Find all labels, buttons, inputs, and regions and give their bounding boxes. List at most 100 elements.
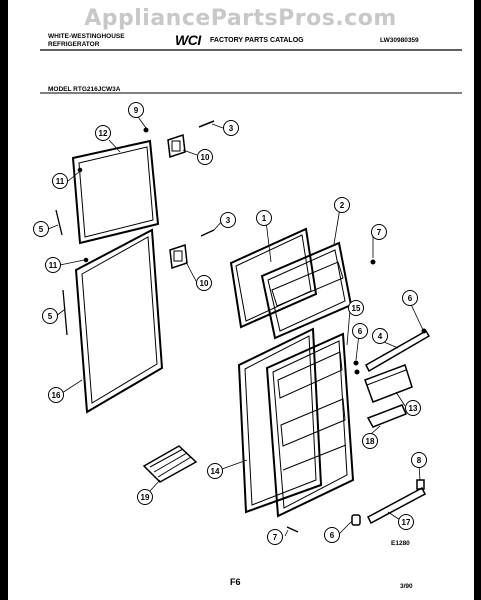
catalog-title: FACTORY PARTS CATALOG (210, 37, 304, 44)
callout-circle (33, 221, 49, 237)
callout-label: 2 (340, 201, 345, 210)
callout-label: 3 (229, 124, 234, 133)
callout-label: 18 (366, 437, 375, 446)
callout-6: 6 (324, 527, 340, 543)
callout-circle (128, 102, 144, 118)
fresh-food-door-panel (74, 228, 164, 414)
wci-logo: WCI (175, 32, 201, 48)
callout-circle (372, 328, 388, 344)
callout-7: 7 (267, 529, 283, 545)
callout-circle (348, 300, 364, 316)
callout-circle (197, 149, 213, 165)
callout-3: 3 (220, 212, 236, 228)
callout-17: 17 (398, 514, 414, 530)
small-tray (366, 404, 408, 428)
callout-4: 4 (372, 328, 388, 344)
callout-circle (48, 387, 64, 403)
lower-door-gasket (237, 327, 323, 514)
callout-circle (207, 463, 223, 479)
callout-circle (256, 210, 272, 226)
callout-label: 19 (141, 493, 150, 502)
callout-circle (42, 308, 58, 324)
callout-circle (223, 120, 239, 136)
callout-13: 13 (405, 400, 421, 416)
callout-5: 5 (33, 221, 49, 237)
callout-16: 16 (48, 387, 64, 403)
bottom-cap (351, 514, 361, 526)
callout-circle (402, 290, 418, 306)
callout-label: 5 (39, 225, 44, 234)
callout-7: 7 (371, 224, 387, 240)
callout-circle (196, 275, 212, 291)
callout-circle (398, 514, 414, 530)
ice-tray (142, 445, 198, 483)
callout-label: 15 (352, 304, 361, 313)
callout-14: 14 (207, 463, 223, 479)
callout-9: 9 (128, 102, 144, 118)
model-line: MODEL RTG216JCW3A (48, 86, 121, 93)
callout-circle (45, 257, 61, 273)
footer-date: 3/90 (400, 583, 413, 590)
callout-label: 8 (417, 456, 422, 465)
callout-label: 16 (52, 391, 61, 400)
end-cap (416, 479, 425, 490)
freezer-door-panel (71, 139, 160, 245)
callout-circle (220, 212, 236, 228)
callout-circle (52, 173, 68, 189)
callout-label: 9 (134, 106, 139, 115)
callout-circle (334, 197, 350, 213)
callout-circle (324, 527, 340, 543)
callout-label: 3 (226, 216, 231, 225)
lower-handle (169, 243, 188, 270)
callout-label: 5 (48, 312, 53, 321)
callout-circle (137, 489, 153, 505)
callout-label: 7 (273, 533, 278, 542)
callout-label: 11 (56, 177, 65, 186)
callout-circle (371, 224, 387, 240)
brand-line-2: REFRIGERATOR (48, 41, 100, 48)
callout-circle (267, 529, 283, 545)
callout-11: 11 (52, 173, 68, 189)
callout-circle (95, 125, 111, 141)
brand-line-1: WHITE-WESTINGHOUSE (48, 33, 125, 40)
upper-handle (167, 133, 186, 159)
callout-label: 7 (377, 228, 382, 237)
callout-2: 2 (334, 197, 350, 213)
callout-circle (352, 323, 368, 339)
callout-label: 11 (49, 261, 58, 270)
callout-5: 5 (42, 308, 58, 324)
callout-label: 14 (211, 467, 220, 476)
parts-diagram-sheet (8, 0, 474, 600)
callout-label: 4 (378, 332, 383, 341)
callout-11: 11 (45, 257, 61, 273)
callout-circle (362, 433, 378, 449)
lower-door-liner (265, 332, 355, 518)
callout-circle (411, 452, 427, 468)
callout-19: 19 (137, 489, 153, 505)
bottom-bar (367, 486, 426, 525)
callout-18: 18 (362, 433, 378, 449)
callout-label: 1 (262, 214, 267, 223)
callout-15: 15 (348, 300, 364, 316)
upper-door-gasket (229, 227, 318, 329)
callout-label: 12 (99, 129, 108, 138)
callout-label: 6 (358, 327, 363, 336)
callout-1: 1 (256, 210, 272, 226)
door-bin (364, 364, 413, 403)
catalog-number: LW30980359 (380, 37, 419, 44)
diagram-code: E1280 (391, 540, 410, 547)
callout-12: 12 (95, 125, 111, 141)
watermark: AppliancePartsPros.com (84, 6, 397, 31)
callout-label: 6 (408, 294, 413, 303)
callout-label: 10 (200, 279, 209, 288)
callout-label: 13 (409, 404, 418, 413)
callout-label: 6 (330, 531, 335, 540)
upper-door-liner (260, 241, 353, 340)
callout-6: 6 (352, 323, 368, 339)
callout-label: 10 (201, 153, 210, 162)
callout-circle (405, 400, 421, 416)
callout-10: 10 (197, 149, 213, 165)
callout-8: 8 (411, 452, 427, 468)
callout-6: 6 (402, 290, 418, 306)
